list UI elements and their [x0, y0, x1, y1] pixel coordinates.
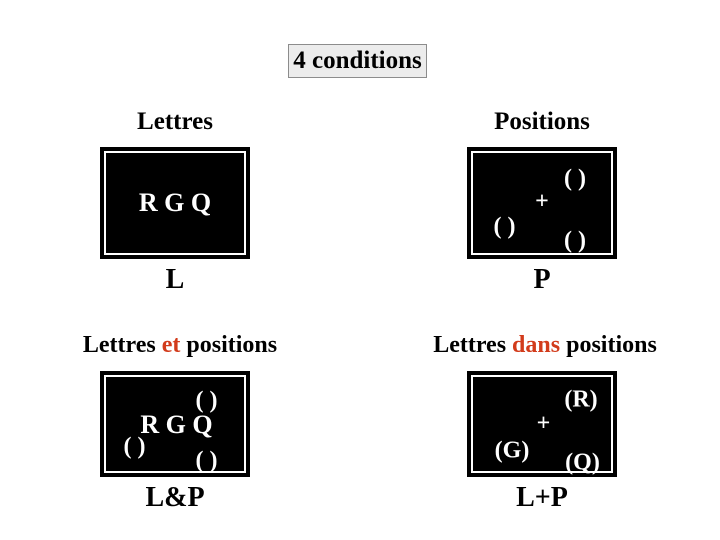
paren-bottom-right: ( )	[564, 227, 586, 254]
header-word: positions	[566, 332, 657, 358]
condition-label-L-and-P: L&P	[145, 482, 205, 513]
condition-label-P: P	[533, 264, 551, 295]
letter-in-paren-bottom-right: (Q)	[565, 449, 600, 476]
header-letters: Lettres	[137, 108, 213, 135]
paren-left: ( )	[123, 433, 146, 460]
stimulus-box-letters: R G Q	[100, 147, 250, 259]
paren-bottom-right: ( )	[195, 447, 218, 474]
letter-in-paren-left: (G)	[494, 437, 530, 463]
fixation-cross: +	[535, 188, 549, 215]
header-word: Lettres	[433, 332, 507, 358]
stimulus-letters: R G Q	[138, 188, 212, 217]
stimulus-box-letters-and-positions: ( ) R G Q ( ) ( )	[100, 371, 250, 477]
header-letters-and-positions: Lettres et positions	[55, 332, 305, 359]
stimulus-letters: R G Q	[140, 410, 213, 440]
slide-title: 4 conditions	[293, 47, 422, 74]
condition-label-L-plus-P: L+P	[516, 482, 568, 513]
header-word-accent: dans	[512, 332, 561, 358]
header-word-accent: et	[161, 332, 181, 358]
paren-left: ( )	[493, 213, 516, 240]
fixation-cross: +	[536, 410, 551, 437]
stimulus-box-positions: ( ) + ( ) ( )	[467, 147, 617, 259]
header-word: Lettres	[82, 332, 156, 358]
paren-top-right: ( )	[195, 387, 218, 414]
header-positions: Positions	[494, 108, 590, 135]
header-word: positions	[186, 332, 278, 358]
letter-in-paren-top-right: (R)	[564, 386, 598, 413]
header-letters-in-positions: Lettres dans positions	[420, 332, 670, 359]
paren-top-right: ( )	[564, 165, 586, 192]
condition-label-L: L	[165, 264, 185, 295]
slide-title-box: 4 conditions	[288, 44, 427, 78]
stimulus-box-letters-in-positions: (R) + (G) (Q)	[467, 371, 617, 477]
